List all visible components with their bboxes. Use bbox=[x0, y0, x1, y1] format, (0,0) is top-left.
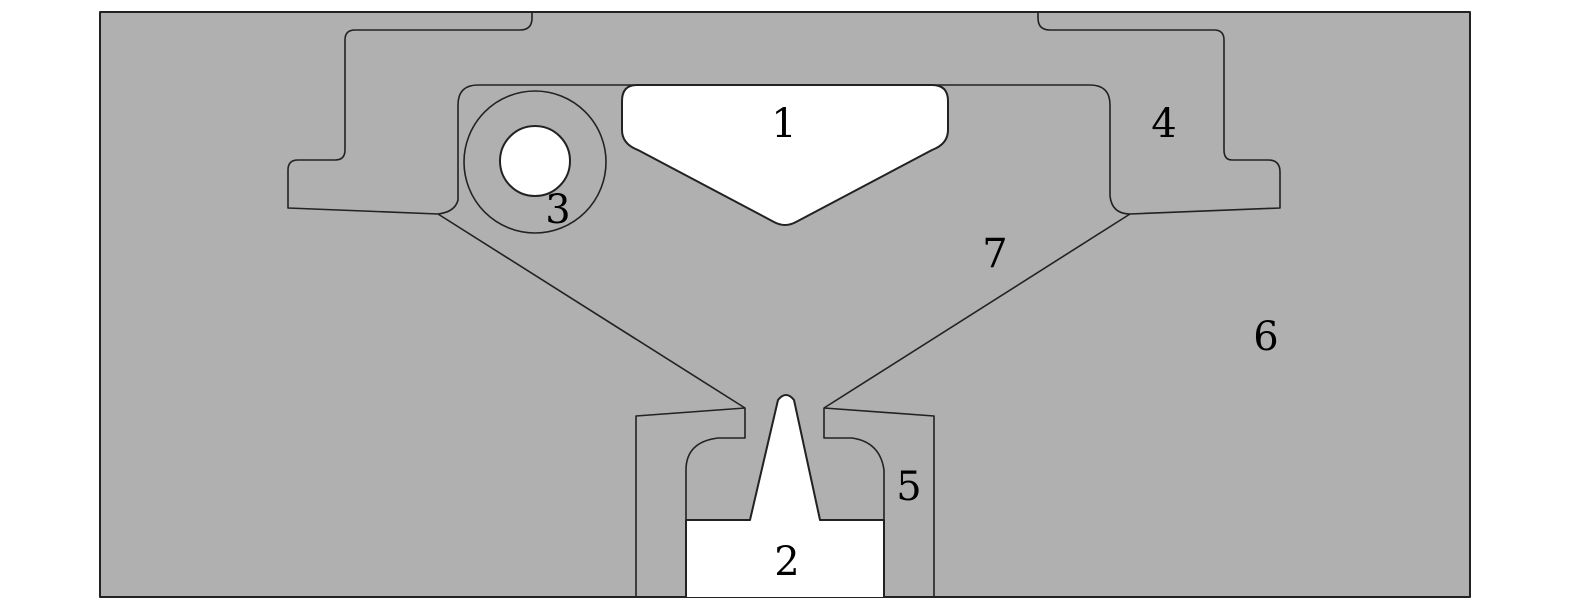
label-part-2: 2 bbox=[774, 539, 799, 585]
label-part-1: 1 bbox=[771, 101, 796, 147]
ring-hole-region bbox=[499, 125, 571, 197]
label-part-6: 6 bbox=[1253, 314, 1278, 360]
label-part-5: 5 bbox=[896, 464, 921, 510]
label-part-7: 7 bbox=[982, 231, 1007, 277]
label-part-4: 4 bbox=[1151, 101, 1176, 147]
label-part-3: 3 bbox=[545, 187, 570, 233]
lower-channel-right-wall bbox=[823, 407, 935, 597]
upper-cavity-region bbox=[621, 84, 949, 226]
ring-outline bbox=[463, 90, 607, 234]
lower-channel-left-wall bbox=[635, 407, 746, 597]
lower-opening-region bbox=[685, 394, 885, 597]
